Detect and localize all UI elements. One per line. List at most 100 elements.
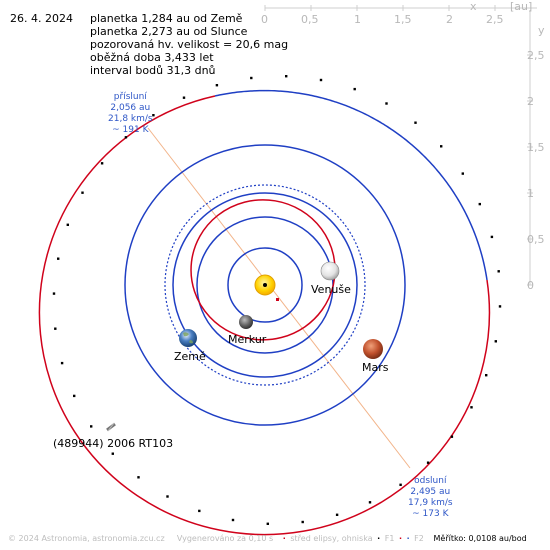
orbit-interval-dot bbox=[137, 476, 140, 479]
y-tick-label: 1,5 bbox=[527, 141, 545, 154]
earth-planet bbox=[179, 329, 197, 347]
y-tick-label: 2,5 bbox=[527, 49, 545, 62]
perihelion-temperature: ~ 191 K bbox=[112, 125, 149, 135]
orbit-interval-dot bbox=[461, 172, 464, 175]
center-legend-icon: · bbox=[282, 534, 286, 543]
earth-label: Země bbox=[174, 350, 206, 363]
orbit-interval-dot bbox=[426, 461, 430, 464]
asteroid-info: planetka 1,284 au od Země planetka 2,273… bbox=[90, 12, 288, 77]
x-scale-ticks bbox=[264, 5, 496, 11]
orbit-interval-dot bbox=[250, 76, 253, 80]
orbit-interval-dot bbox=[73, 394, 76, 398]
orbit-interval-dot bbox=[231, 518, 235, 522]
y-tick-label: 0,5 bbox=[527, 233, 545, 246]
orbit-interval-dot bbox=[440, 145, 443, 148]
orbit-interval-dot bbox=[368, 501, 372, 504]
mars-planet bbox=[363, 339, 383, 359]
asteroid-orbit-red bbox=[38, 95, 491, 536]
aphelion-distance: 2,495 au bbox=[410, 487, 451, 497]
orbit-interval-dot bbox=[450, 435, 454, 438]
aphelion-temperature: ~ 173 K bbox=[412, 509, 449, 519]
mercury-planet bbox=[239, 315, 253, 329]
y-tick-label: 0 bbox=[527, 279, 534, 292]
orbit-interval-dot bbox=[335, 513, 339, 516]
orbit-interval-dot bbox=[353, 87, 356, 91]
x-tick-label: 2,5 bbox=[486, 13, 504, 26]
scale-axes bbox=[264, 5, 537, 286]
date-label: 26. 4. 2024 bbox=[10, 12, 73, 25]
footer-scale-note: Měřítko: 0,0108 au/bod bbox=[433, 534, 527, 543]
footer: © 2024 Astronomia, astronomia.zcu.cz Vyg… bbox=[8, 534, 529, 543]
orbit-interval-dot bbox=[66, 223, 69, 226]
perihelion-label: přísluní 2,056 au 21,8 km/s ~ 191 K bbox=[108, 92, 153, 136]
orbit-interval-dot bbox=[100, 162, 104, 165]
aphelion-speed: 17,9 km/s bbox=[408, 498, 453, 508]
ellipse-center-marker bbox=[276, 298, 279, 301]
orbit-interval-dot bbox=[60, 361, 64, 365]
orbit-interval-dot bbox=[52, 292, 56, 295]
orbit-interval-dot bbox=[498, 305, 502, 308]
orbit-interval-dot bbox=[198, 509, 201, 513]
orbit-interval-dot bbox=[497, 270, 500, 273]
orbit-interval-dot bbox=[152, 114, 155, 117]
aphelion-title: odsluní bbox=[414, 476, 447, 486]
footer-copyright: © 2024 Astronomia, astronomia.zcu.cz bbox=[8, 534, 165, 543]
y-axis-symbol: y bbox=[538, 24, 545, 37]
orbit-interval-dot bbox=[54, 327, 57, 330]
asteroid-orbit-blue bbox=[214, 89, 488, 281]
info-line-sun-distance: planetka 2,273 au od Slunce bbox=[90, 25, 248, 38]
y-scale-ticks bbox=[527, 54, 533, 286]
orbit-interval-dot bbox=[182, 96, 186, 99]
orbit-interval-dot bbox=[494, 340, 497, 343]
mercury-orbit bbox=[227, 247, 303, 323]
mercury-label: Merkur bbox=[228, 333, 267, 346]
mars-label: Mars bbox=[362, 361, 389, 374]
venus-label: Venuše bbox=[311, 283, 351, 296]
y-tick-label: 2 bbox=[527, 95, 534, 108]
f1-legend-icon: · bbox=[377, 534, 381, 543]
sun bbox=[254, 274, 276, 296]
footer-generated: Vygenerováno za 0,10 s bbox=[176, 534, 274, 543]
footer-f1: F1 bbox=[384, 534, 395, 543]
earth-orbit bbox=[172, 192, 358, 378]
f1-suffix-icon: · bbox=[398, 534, 403, 543]
orbit-interval-dot bbox=[485, 374, 488, 377]
asteroid-label: (489944) 2006 RT103 bbox=[53, 437, 174, 450]
y-tick-label: 1 bbox=[527, 187, 534, 200]
x-axis-symbol: x bbox=[470, 0, 477, 13]
orbit-interval-dot bbox=[301, 520, 304, 524]
info-line-interval: interval bodů 31,3 dnů bbox=[90, 64, 216, 77]
orbit-interval-dot bbox=[285, 75, 288, 78]
x-tick-label: 0 bbox=[261, 13, 268, 26]
footer-f2: F2 bbox=[414, 534, 424, 543]
orbit-interval-dot bbox=[166, 495, 169, 498]
perihelion-distance: 2,056 au bbox=[110, 103, 151, 113]
orbit-interval-dot bbox=[57, 257, 60, 260]
orbit-interval-dot bbox=[414, 121, 417, 124]
orbit-interval-dots bbox=[52, 75, 502, 525]
inner-red-orbit bbox=[190, 199, 336, 341]
f2-legend-icon: · bbox=[406, 534, 410, 543]
orbit-interval-dot bbox=[399, 483, 402, 486]
perihelion-title: přísluní bbox=[113, 92, 147, 102]
orbit-interval-dot bbox=[215, 84, 219, 87]
mars-orbit bbox=[124, 144, 406, 426]
orbit-interval-dot bbox=[470, 406, 473, 409]
x-tick-label: 2 bbox=[446, 13, 453, 26]
asteroid-marker bbox=[106, 422, 116, 432]
x-tick-label: 0,5 bbox=[301, 13, 319, 26]
venus-planet bbox=[320, 261, 340, 281]
x-tick-label: 1,5 bbox=[394, 13, 412, 26]
orbit-interval-dot bbox=[81, 191, 84, 194]
dotted-reference-orbit bbox=[164, 184, 366, 386]
orbit-interval-dot bbox=[385, 102, 388, 105]
scale-unit: [au] bbox=[510, 0, 533, 13]
orbit-interval-dot bbox=[319, 78, 323, 82]
orbit-interval-dot bbox=[490, 235, 494, 239]
info-line-magnitude: pozorovaná hv. velikost = 20,6 mag bbox=[90, 38, 289, 51]
orbit-interval-dot bbox=[124, 136, 128, 139]
info-line-period: oběžná doba 3,433 let bbox=[90, 51, 214, 64]
x-tick-label: 1 bbox=[354, 13, 361, 26]
